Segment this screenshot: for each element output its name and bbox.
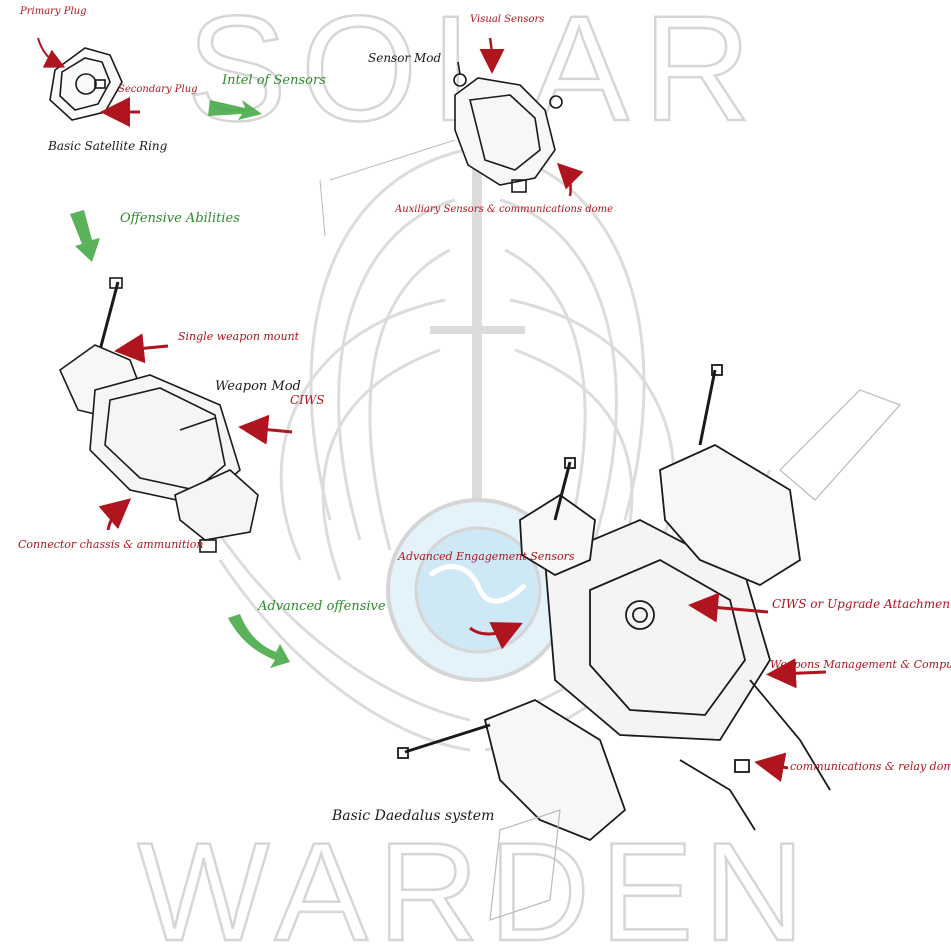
note-communications-relay: communications & relay dome <box>790 760 951 773</box>
note-ciws-weapon: CIWS <box>290 393 324 407</box>
note-single-weapon-mount: Single weapon mount <box>178 330 300 343</box>
note-advanced-engagement-sensors: Advanced Engagement Sensors <box>397 550 575 563</box>
green-arrow-advanced <box>228 614 290 668</box>
note-visual-sensors: Visual Sensors <box>470 14 544 25</box>
weapon-mod-sketch <box>59 277 259 553</box>
note-auxiliary-sensors: Auxiliary Sensors & communications dome <box>394 204 613 215</box>
label-sensor-mod: Sensor Mod <box>368 51 441 65</box>
note-primary-plug: Primary Plug <box>19 6 87 17</box>
note-weapons-management: Weapons Management & Computes <box>770 658 951 671</box>
label-satellite-ring: Basic Satellite Ring <box>47 139 168 153</box>
green-arrow-intel <box>208 100 262 120</box>
arrow-comm-dome <box>556 162 584 197</box>
green-arrow-offensive <box>70 210 100 262</box>
arrow-primary-plug <box>37 37 66 68</box>
arrow-ciws-upgrade <box>688 592 769 623</box>
note-connector-chassis: Connector chassis & ammunition <box>18 538 203 551</box>
arrow-weapons-management <box>766 658 827 689</box>
note-intel-of-sensors: Intel of Sensors <box>221 73 326 88</box>
satellite-ring-sketch <box>49 47 123 121</box>
arrow-ciws-weapon <box>238 414 293 445</box>
sensor-mod-sketch <box>319 61 563 237</box>
arrow-connector-chassis <box>98 498 132 531</box>
arrow-visual-sensors <box>479 37 505 74</box>
note-advanced-offensive: Advanced offensive <box>257 599 386 614</box>
arrow-communications-relay <box>754 752 789 782</box>
arrow-advanced-engagement <box>469 622 523 650</box>
note-ciws-upgrade: CIWS or Upgrade Attachment <box>772 597 951 611</box>
label-daedalus-system: Basic Daedalus system <box>331 808 494 824</box>
arrow-single-weapon-mount <box>114 333 169 364</box>
daedalus-system-sketch <box>397 364 902 921</box>
note-secondary-plug: Secondary Plug <box>118 84 198 95</box>
note-offensive-abilities: Offensive Abilities <box>120 211 240 226</box>
watermark-bottom-text: WARDEN <box>137 813 814 949</box>
label-weapon-mod: Weapon Mod <box>215 379 301 394</box>
